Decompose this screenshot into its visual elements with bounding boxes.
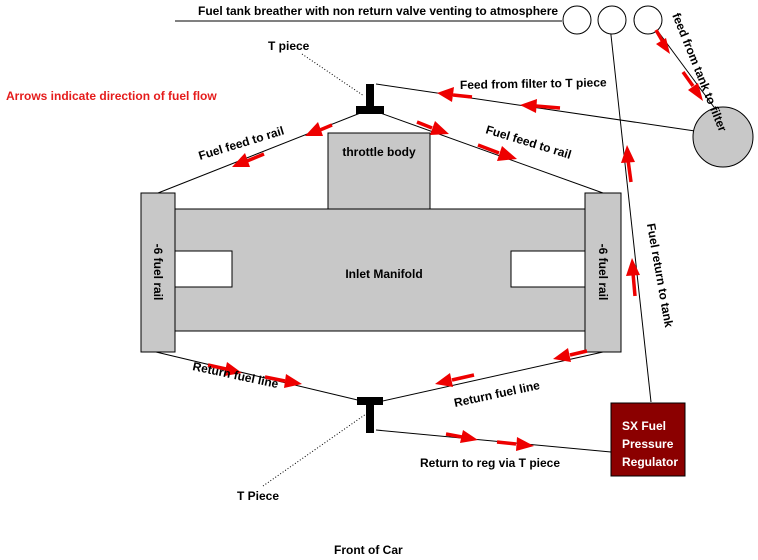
manifold-port-right xyxy=(510,250,586,288)
feed-right-rail-line xyxy=(371,109,604,194)
breather-circle-2 xyxy=(597,5,627,35)
tank-breather-valves xyxy=(562,5,663,35)
return-to-reg-line xyxy=(375,429,612,453)
return-fuel-line-left-label: Return fuel line xyxy=(191,359,280,391)
arrow-feed-right-1 xyxy=(416,120,449,135)
fuel-rail-left-label: -6 fuel rail xyxy=(151,244,165,301)
arrow-return-tank-2 xyxy=(626,258,640,297)
flow-arrows xyxy=(207,29,703,451)
front-of-car-label: Front of Car xyxy=(334,543,403,557)
arrow-return-left-2 xyxy=(264,374,302,388)
fuel-rail-right-label: -6 fuel rail xyxy=(596,244,610,301)
breather-label: Fuel tank breather with non return valve… xyxy=(198,4,558,18)
manifold-port-left xyxy=(174,250,233,288)
arrow-return-reg-2 xyxy=(496,437,534,451)
regulator-label-line3: Regulator xyxy=(622,455,678,469)
fuel-feed-left-label: Fuel feed to rail xyxy=(197,124,286,163)
breather-circle-3 xyxy=(633,5,663,35)
inlet-manifold-label: Inlet Manifold xyxy=(345,267,422,281)
fuel-return-tank-label: Fuel return to tank xyxy=(644,222,676,328)
arrow-return-right-1 xyxy=(553,348,588,362)
arrow-tank-filter-1 xyxy=(654,29,670,54)
feed-filter-to-t-label: Feed from filter to T piece xyxy=(460,75,607,92)
t-piece-bottom-label: T Piece xyxy=(237,489,279,503)
return-left-rail-line xyxy=(155,351,367,403)
t-piece-bottom xyxy=(357,397,383,433)
t-piece-top-leader xyxy=(301,53,365,97)
arrow-filter-t-1 xyxy=(520,99,561,113)
return-to-reg-label: Return to reg via T piece xyxy=(420,456,560,470)
regulator-label-line1: SX Fuel xyxy=(622,419,666,433)
feed-tank-to-filter-label: feed from tank to filter xyxy=(669,11,730,134)
feed-left-rail-line xyxy=(157,109,369,194)
fuel-pressure-regulator xyxy=(610,402,686,477)
throttle-body-label: throttle body xyxy=(342,145,416,159)
t-piece-top-label: T piece xyxy=(268,39,310,53)
arrow-return-right-2 xyxy=(435,373,475,387)
arrow-feed-right-2 xyxy=(477,143,517,161)
t-piece-top xyxy=(356,84,384,114)
arrows-note: Arrows indicate direction of fuel flow xyxy=(6,89,217,103)
fuel-filter xyxy=(692,106,754,168)
fuel-rail-left xyxy=(140,192,176,353)
arrow-feed-left-2 xyxy=(232,152,265,167)
arrow-return-left-1 xyxy=(207,362,242,376)
t-piece-bottom-leader xyxy=(262,413,367,487)
arrow-filter-t-2 xyxy=(437,87,473,102)
breather-circle-1 xyxy=(562,5,592,35)
return-to-tank-line xyxy=(609,25,652,403)
regulator-label-line2: Pressure xyxy=(622,437,674,451)
arrow-tank-filter-2 xyxy=(681,70,703,101)
fuel-rail-right xyxy=(584,192,622,353)
arrow-return-tank-1 xyxy=(621,145,635,183)
arrow-return-reg-1 xyxy=(445,430,478,443)
throttle-body xyxy=(327,132,431,210)
fuel-feed-right-label: Fuel feed to rail xyxy=(484,122,573,161)
arrow-feed-left-1 xyxy=(305,122,333,136)
